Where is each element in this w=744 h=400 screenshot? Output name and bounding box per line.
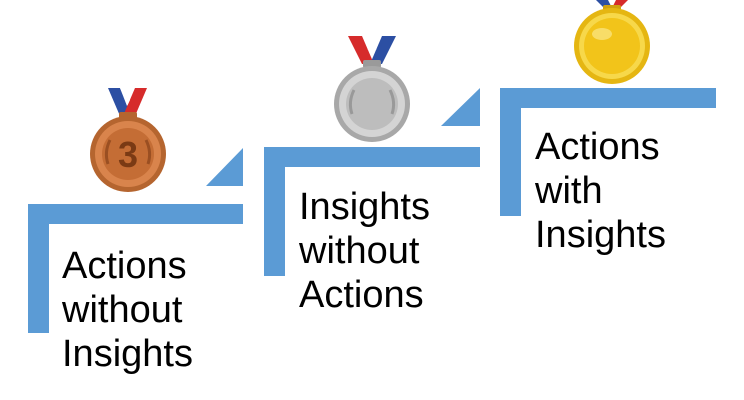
step-1-line-2: without: [62, 289, 183, 331]
step-2-line-2: without: [299, 230, 420, 272]
step-3-line-1: Actions: [535, 126, 660, 168]
step-2-line-3: Actions: [299, 274, 424, 316]
step-1-line-3: Insights: [62, 333, 193, 375]
step-3-line-2: with: [535, 170, 603, 212]
silver-medal-icon: [334, 36, 410, 142]
step-3-label: Actions with Insights: [535, 125, 666, 257]
step-2-label: Insights without Actions: [299, 185, 430, 317]
bronze-medal-icon: 3: [90, 88, 166, 192]
step-1-label: Actions without Insights: [62, 244, 193, 376]
step-3-shape: [500, 88, 716, 216]
step-2-arrow: [441, 88, 480, 126]
gold-medal-icon: [574, 0, 650, 84]
step-1-shape: [28, 204, 243, 333]
step-2-line-1: Insights: [299, 186, 430, 228]
step-2-shape: [264, 147, 480, 276]
step-3-line-3: Insights: [535, 214, 666, 256]
bronze-medal-number: 3: [118, 134, 138, 175]
step-1-line-1: Actions: [62, 245, 187, 287]
step-1-arrow: [206, 148, 243, 186]
